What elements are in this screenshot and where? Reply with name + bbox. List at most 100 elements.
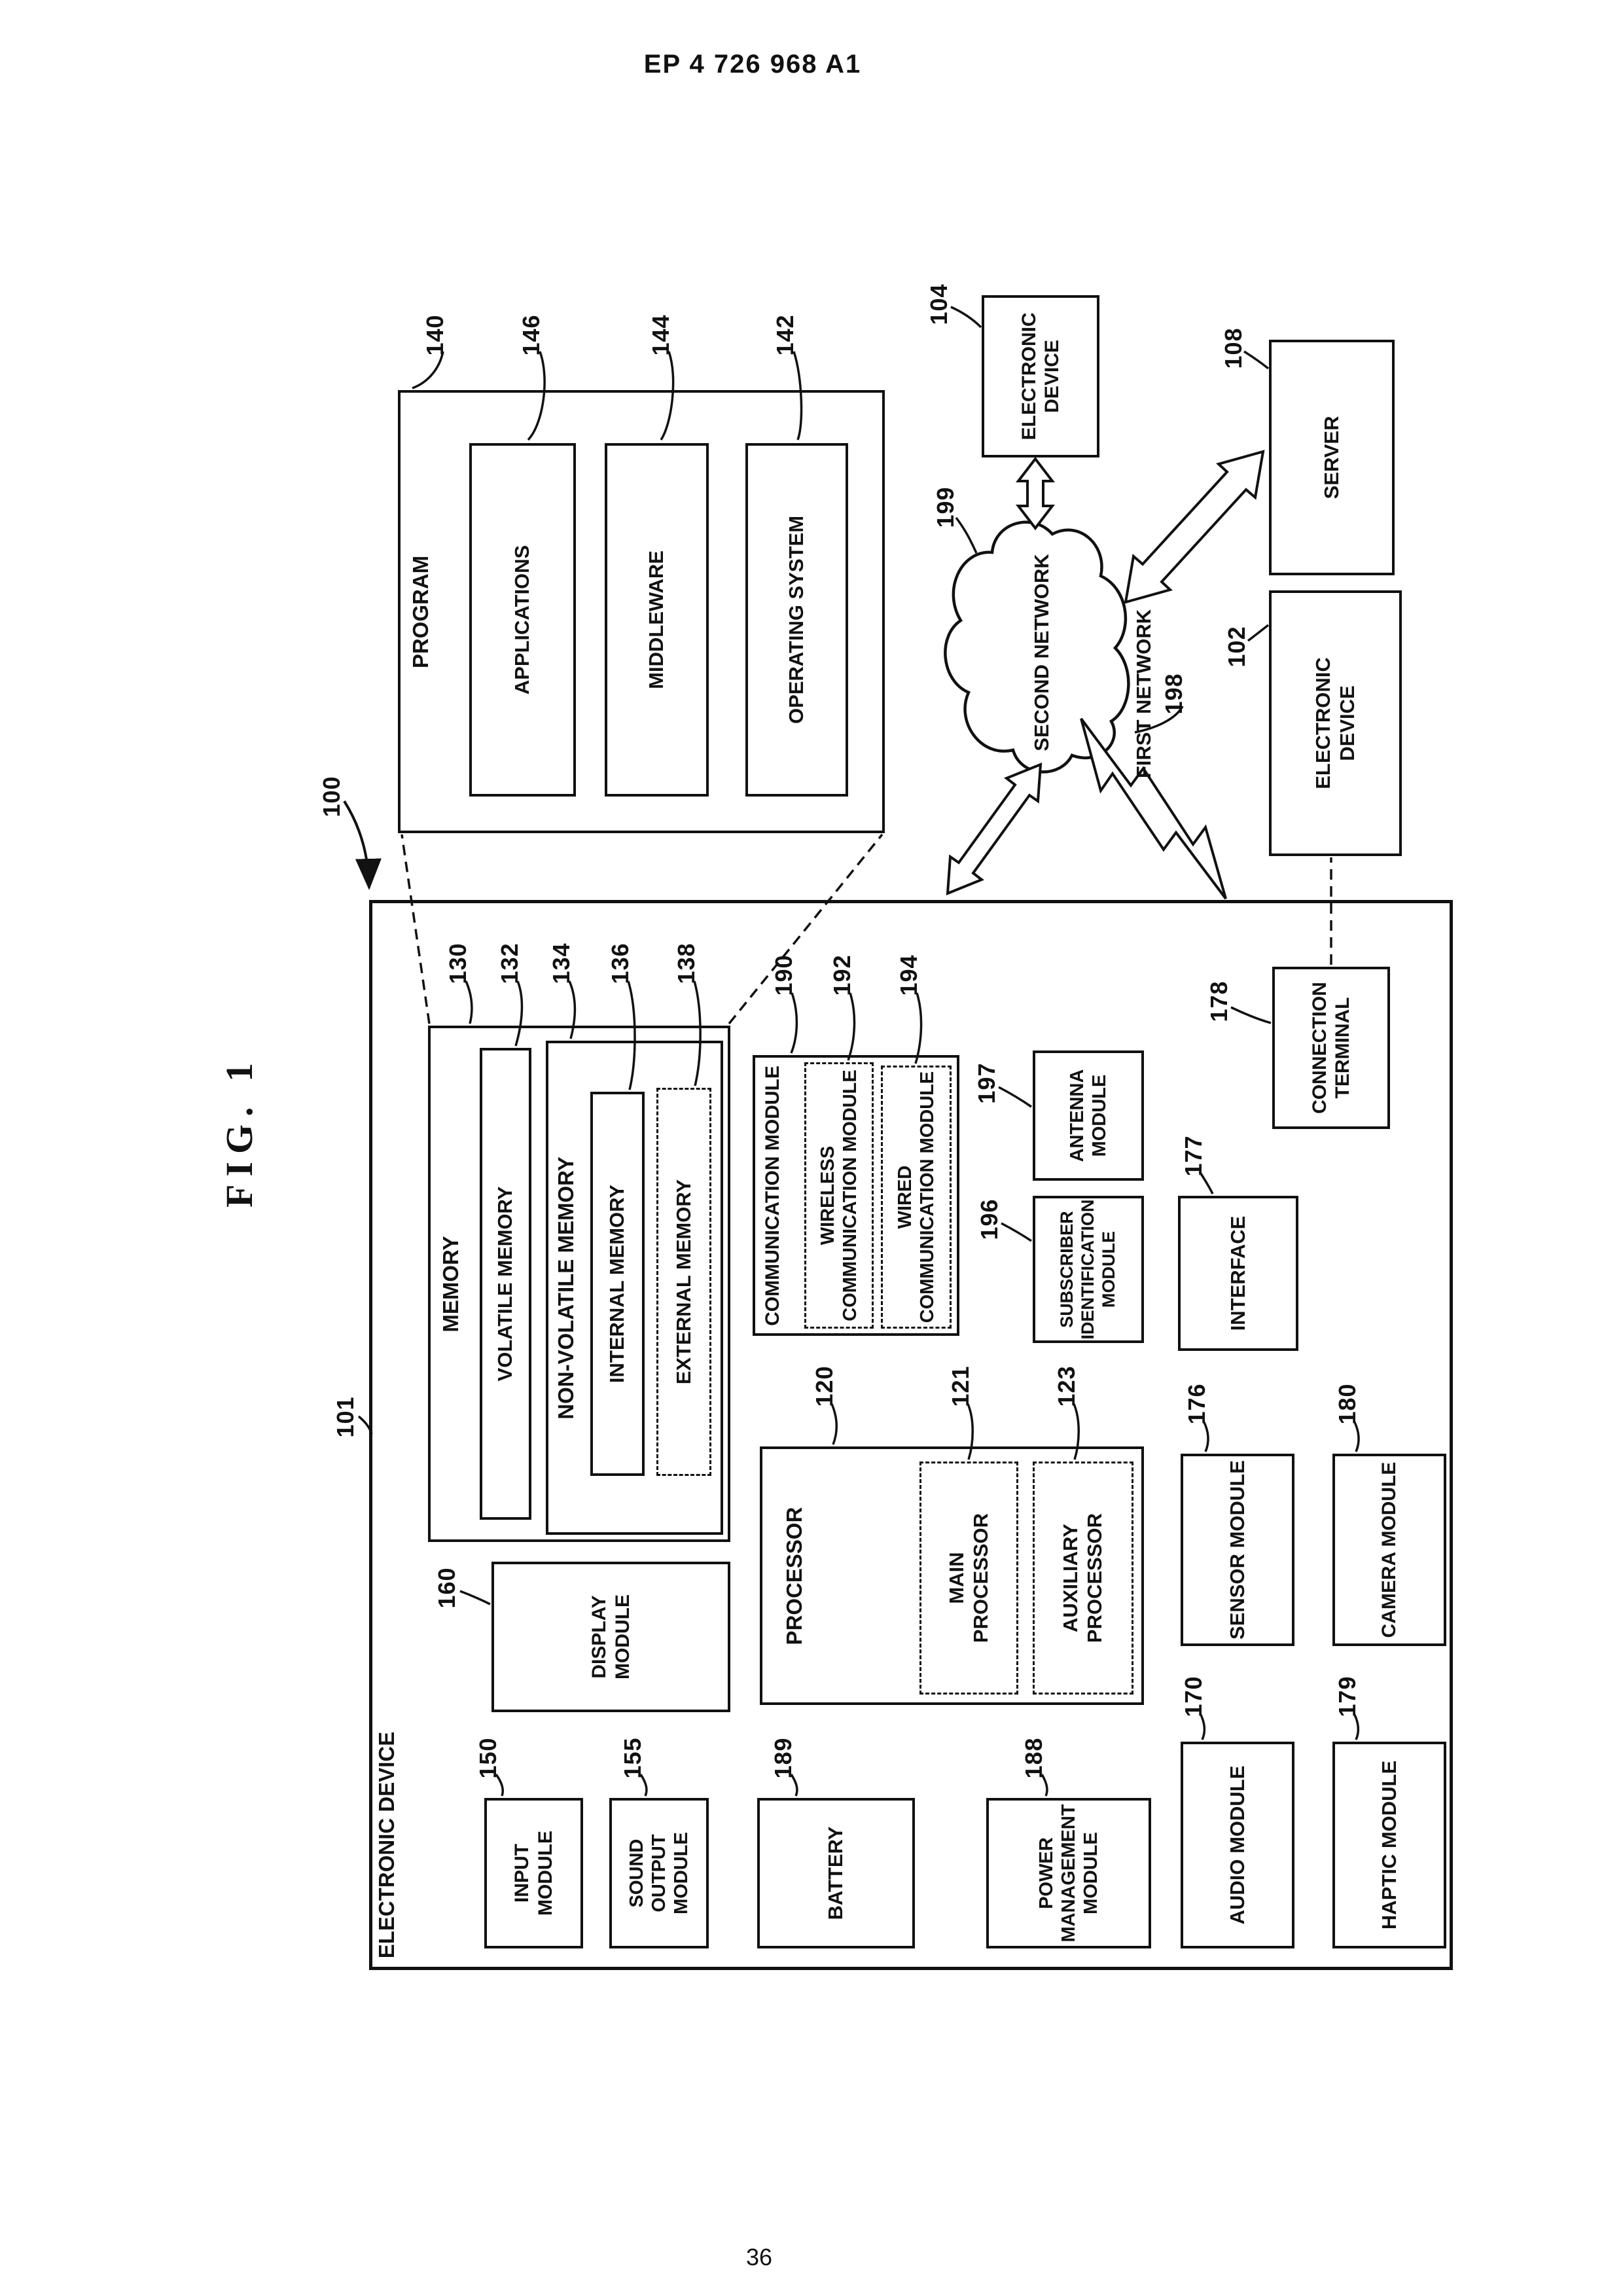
ref-180: 180 — [1334, 1383, 1361, 1425]
ref-199: 199 — [932, 486, 959, 528]
sensor-module-box: SENSOR MODULE — [1181, 1454, 1294, 1646]
wired-communication-module-box: WIRED COMMUNICATION MODULE — [881, 1066, 952, 1329]
electronic-device-label: ELECTRONIC DEVICE — [374, 1731, 399, 1959]
leader-104 — [950, 306, 982, 329]
input-module-label: INPUT MODULE — [511, 1831, 556, 1916]
ref-146: 146 — [518, 314, 544, 356]
ref-190: 190 — [770, 954, 797, 996]
arrow-cloud-server — [1124, 450, 1265, 604]
ref-136: 136 — [607, 942, 633, 984]
ref-177: 177 — [1180, 1135, 1207, 1177]
ref-132: 132 — [496, 942, 523, 984]
ref-101: 101 — [332, 1396, 359, 1438]
ref-160: 160 — [433, 1567, 460, 1609]
processor-label: PROCESSOR — [782, 1507, 806, 1645]
ref-198: 198 — [1160, 673, 1187, 715]
camera-module-label: CAMERA MODULE — [1378, 1462, 1400, 1638]
haptic-module-box: HAPTIC MODULE — [1332, 1742, 1446, 1948]
ref-108: 108 — [1220, 327, 1247, 369]
program-label: PROGRAM — [408, 555, 433, 669]
interface-label: INTERFACE — [1226, 1215, 1249, 1331]
leader-140 — [412, 351, 444, 389]
ref-194: 194 — [895, 954, 922, 996]
ref-150: 150 — [474, 1737, 501, 1779]
ref-100: 100 — [318, 776, 345, 817]
audio-module-box: AUDIO MODULE — [1181, 1742, 1294, 1948]
subscriber-identification-module-label: SUBSCRIBER IDENTIFICATION MODULE — [1057, 1199, 1118, 1340]
input-module-box: INPUT MODULE — [484, 1798, 583, 1948]
volatile-memory-box: VOLATILE MEMORY — [480, 1048, 531, 1520]
ref-189: 189 — [770, 1737, 796, 1779]
sensor-module-label: SENSOR MODULE — [1225, 1460, 1249, 1640]
volatile-memory-label: VOLATILE MEMORY — [493, 1186, 517, 1382]
ref-179: 179 — [1334, 1676, 1361, 1717]
ref-155: 155 — [619, 1737, 646, 1779]
camera-module-box: CAMERA MODULE — [1332, 1454, 1446, 1646]
display-module-box: DISPLAY MODULE — [491, 1562, 730, 1712]
publication-number: EP 4 726 968 A1 — [643, 50, 862, 79]
ref-170: 170 — [1180, 1676, 1207, 1717]
power-management-module-box: POWER MANAGEMENT MODULE — [986, 1798, 1151, 1948]
main-processor-box: MAIN PROCESSOR — [919, 1462, 1018, 1695]
main-processor-label: MAIN PROCESSOR — [944, 1513, 992, 1643]
connection-terminal-box: CONNECTION TERMINAL — [1272, 967, 1390, 1129]
antenna-module-box: ANTENNA MODULE — [1033, 1050, 1144, 1181]
display-module-label: DISPLAY MODULE — [588, 1594, 633, 1679]
ref-196: 196 — [976, 1198, 1003, 1240]
ref-123: 123 — [1053, 1365, 1080, 1407]
communication-module-label: COMMUNICATION MODULE — [762, 1066, 783, 1326]
ref-178: 178 — [1205, 980, 1232, 1022]
figure-canvas: FIG. 1 ELECTRONIC DEVICE MEMORY VOLATILE… — [209, 283, 1610, 2193]
operating-system-box: OPERATING SYSTEM — [745, 443, 848, 797]
power-management-module-label: POWER MANAGEMENT MODULE — [1035, 1804, 1102, 1943]
ref-188: 188 — [1020, 1737, 1047, 1779]
arrow-cloud-device104 — [1015, 456, 1056, 531]
sound-output-module-box: SOUND OUTPUT MODULE — [609, 1798, 709, 1948]
electronic-device-104-label: ELECTRONIC DEVICE — [1018, 312, 1063, 440]
ref-144: 144 — [647, 314, 674, 356]
middleware-label: MIDDLEWARE — [645, 550, 668, 689]
antenna-module-label: ANTENNA MODULE — [1066, 1069, 1110, 1162]
interface-box: INTERFACE — [1178, 1196, 1298, 1351]
ref-100-arrow — [343, 800, 382, 890]
electronic-device-102-label: ELECTRONIC DEVICE — [1311, 657, 1359, 789]
ref-142: 142 — [772, 314, 798, 356]
applications-label: APPLICATIONS — [510, 545, 534, 695]
operating-system-label: OPERATING SYSTEM — [785, 515, 808, 725]
applications-box: APPLICATIONS — [469, 443, 576, 797]
ref-134: 134 — [548, 942, 575, 984]
haptic-module-label: HAPTIC MODULE — [1377, 1760, 1400, 1930]
ref-130: 130 — [444, 942, 471, 984]
ref-104: 104 — [925, 283, 952, 325]
server-label: SERVER — [1319, 416, 1343, 499]
ref-197: 197 — [973, 1062, 1000, 1104]
ref-140: 140 — [421, 314, 448, 356]
second-network-label: SECOND NETWORK — [1030, 554, 1053, 751]
arrow-device-cloud — [946, 762, 1043, 896]
auxiliary-processor-box: AUXILIARY PROCESSOR — [1033, 1462, 1133, 1695]
ref-176: 176 — [1183, 1383, 1210, 1425]
figure-label: FIG. 1 — [218, 1054, 260, 1208]
audio-module-label: AUDIO MODULE — [1225, 1765, 1249, 1925]
ref-102: 102 — [1223, 626, 1250, 668]
first-network-label: FIRST NETWORK — [1132, 609, 1155, 779]
memory-label: MEMORY — [438, 1236, 463, 1333]
middleware-box: MIDDLEWARE — [605, 443, 709, 797]
non-volatile-memory-label: NON-VOLATILE MEMORY — [554, 1157, 578, 1420]
wired-communication-module-label: WIRED COMMUNICATION MODULE — [894, 1071, 938, 1323]
server-box: SERVER — [1269, 340, 1395, 575]
internal-memory-box: INTERNAL MEMORY — [590, 1092, 645, 1476]
sound-output-module-label: SOUND OUTPUT MODULE — [626, 1832, 692, 1914]
wireless-communication-module-label: WIRELESS COMMUNICATION MODULE — [817, 1069, 861, 1321]
electronic-device-104-box: ELECTRONIC DEVICE — [982, 295, 1099, 457]
leader-108 — [1243, 350, 1270, 370]
wireless-communication-module-box: WIRELESS COMMUNICATION MODULE — [804, 1062, 874, 1329]
ref-120: 120 — [811, 1365, 838, 1407]
battery-label: BATTERY — [824, 1826, 847, 1920]
leader-102 — [1247, 624, 1270, 642]
ref-121: 121 — [947, 1365, 974, 1407]
internal-memory-label: INTERNAL MEMORY — [605, 1184, 629, 1384]
battery-box: BATTERY — [757, 1798, 915, 1948]
ref-192: 192 — [829, 954, 855, 996]
